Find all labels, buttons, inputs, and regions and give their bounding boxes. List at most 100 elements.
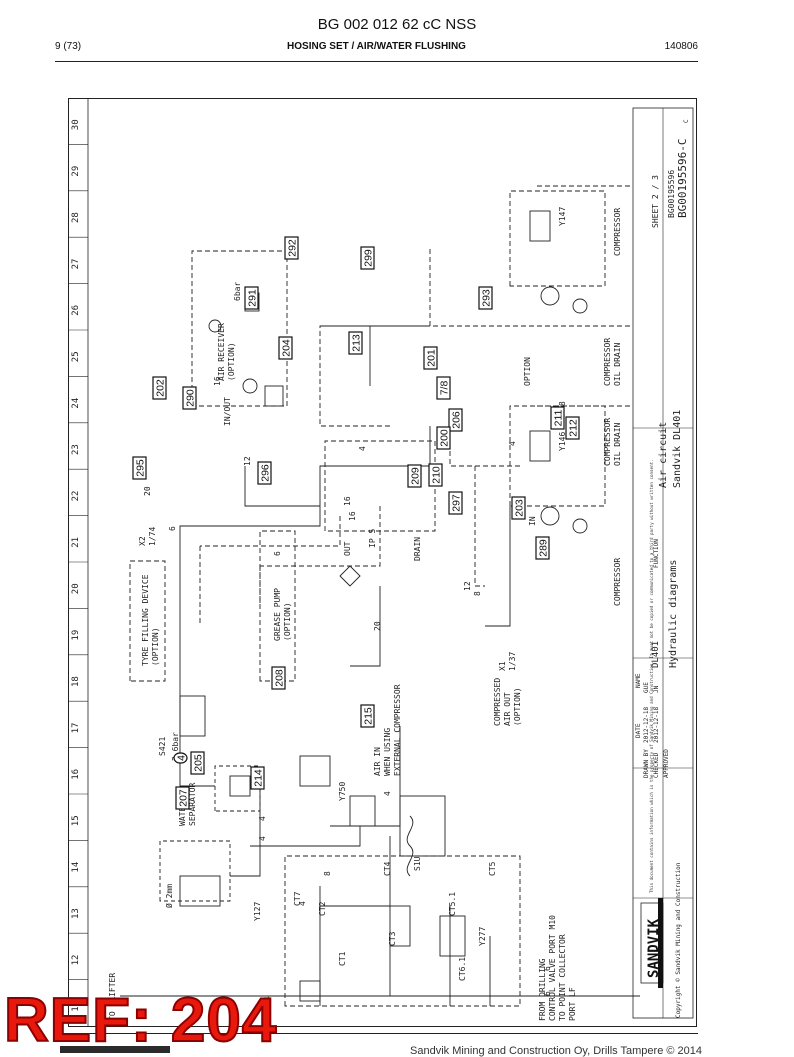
line-size-label: 4 [383,791,392,796]
grid-number: 24 [71,398,81,409]
reference-callout: 206 [448,408,463,432]
reference-callout-text: 212 [568,419,580,437]
reference-callout-text: 291 [247,289,259,307]
grid-number: 18 [71,676,81,687]
reference-callout: 215 [360,704,375,728]
motor-icon-2 [540,506,560,526]
ct5-label: CT5 [488,861,497,876]
grid-number: 20 [71,583,81,594]
ip5-label: IP 5 [368,529,377,548]
date-header: DATE [635,723,642,738]
grid-number: 27 [71,259,81,270]
date-2: 2012-12-18 [653,706,660,743]
page-number: 9 (73) [55,41,82,52]
grid-number: 15 [71,815,81,826]
ct1-label: CT1 [338,951,347,966]
line-size-label: 4 [258,836,267,841]
checked-label: CHECKED [653,752,660,778]
line-size-label: 16 [343,496,352,506]
oil-drain-label-2: COMPRESSOROIL DRAIN [603,418,622,466]
y147-label: Y147 [558,207,567,226]
valve-y277-icon [439,915,466,957]
reference-stamp: REF: 204 [3,986,278,1055]
grid-number: 25 [71,351,81,362]
ct51-label: CT5.1 [448,892,457,916]
line-size-label: 4 [263,996,272,1001]
x2-ref: 1/74 [148,527,157,546]
reference-callout-text: 202 [155,379,167,397]
reference-callout-text: 205 [193,754,205,772]
ownership-notice: This document contains information which… [649,459,654,893]
approved-label: APPROVED [663,749,670,778]
date-1: 2012-12-18 [643,706,650,743]
reference-callout-text: 204 [281,339,293,357]
header-date: 140806 [664,41,698,52]
function-label: FUNCTION [653,539,660,568]
drawing-number: BG00195596-C [676,139,689,218]
reference-callout: 200 [436,426,451,450]
compressor-top-label: COMPRESSOR [613,208,622,256]
line-size-label: 4 [298,901,307,906]
grease-pump-label: GREASE PUMP(OPTION) [273,588,292,641]
reference-callout-text: 289 [538,539,550,557]
external-compressor-label: AIR INWHEN USINGEXTERNAL COMPRESSOR [373,684,402,776]
reference-callout: 297 [448,491,463,515]
name-header: NAME [635,673,642,688]
reference-callout-text: 214 [253,769,265,787]
reference-callout-text: 208 [274,669,286,687]
y750-label: Y750 [338,782,347,801]
reference-callout: 212 [565,416,580,440]
grid-number: 22 [71,491,81,502]
reference-callout: 211 [550,406,565,430]
sheet-number: SHEET 2 / 3 [651,175,660,228]
reference-callout: 202 [152,376,167,400]
valve-y147-icon [529,210,551,242]
grid-number: 19 [71,630,81,641]
reference-callout: 214 [250,766,265,790]
line-size-label: 8 [473,591,482,596]
footer-text: Sandvik Mining and Construction Oy, Dril… [410,1045,702,1057]
in-label: IN [528,516,537,526]
motor-icon [540,286,560,306]
reference-callout-text: 200 [439,429,451,447]
grid-number: 28 [71,212,81,223]
product-name: Sandvik DL401 [672,410,683,488]
reference-callout-text: 206 [451,411,463,429]
model-name: DL401 [651,641,661,668]
copyright: Copyright © Sandvik Mining and Construct… [675,862,682,1018]
grid-number: 11 [71,1001,81,1012]
reference-callout-text: 296 [260,464,272,482]
reference-callout-text: 203 [514,499,526,517]
reference-callout: 7/8 [436,376,451,400]
y277-label: Y277 [478,927,487,946]
s1u-unit [399,795,446,857]
inout-label: IN/OUT [223,397,232,426]
grid-number: 23 [71,444,81,455]
line-size-label: 8 [558,401,567,406]
drawing-title-2: Hydraulic diagrams [668,560,679,668]
reference-callout-text: 211 [553,409,565,426]
section-title: HOSING SET / AIR/WATER FLUSHING [287,41,466,52]
reference-callout: 209 [407,464,422,488]
reference-callout-text: 292 [287,239,299,257]
reference-callout: 213 [348,331,363,355]
reference-callout-text: 210 [431,466,443,484]
footer-rule [55,1033,698,1034]
drawn-label: DRAWN BY [643,749,650,778]
name-1: GUE [643,682,650,693]
y146-label: Y146 [558,432,567,451]
grid-number: 16 [71,769,81,780]
grid-number: 14 [71,862,81,873]
grid-number: 30 [71,119,81,130]
reference-callout: 295 [132,456,147,480]
reference-callout: 201 [423,346,438,370]
reference-callout-text: 299 [363,249,375,267]
reference-callout: 289 [535,536,550,560]
line-size-label: 4 [258,816,267,821]
drawing-title-1: Air circuit [658,422,669,488]
compressed-air-out-label: COMPRESSEDAIR OUT(OPTION) [493,678,522,726]
water-separator-label: WATERSEPARATOR [178,782,197,826]
